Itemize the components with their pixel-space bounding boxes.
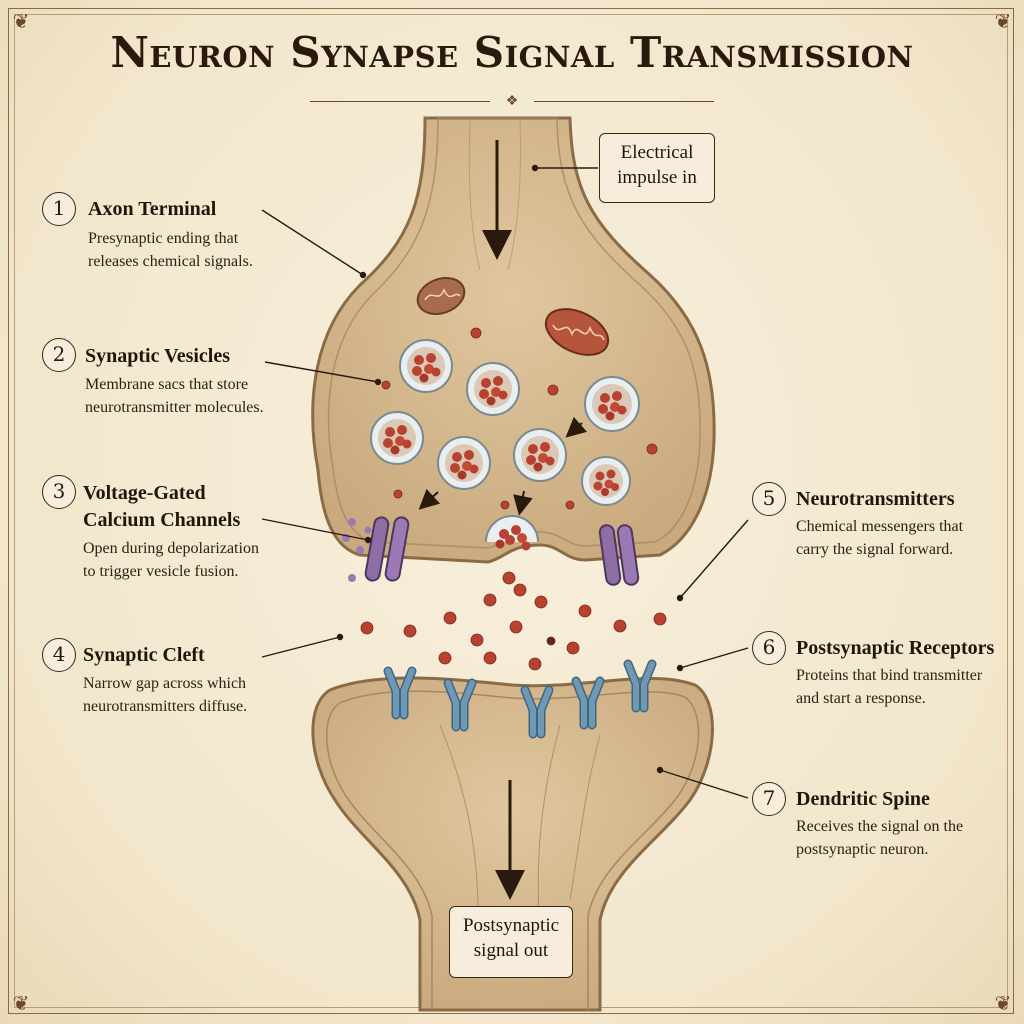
label-6-desc-line2: and start a response.	[796, 690, 926, 707]
corner-ornament-bottom-right-icon: ❦	[994, 991, 1012, 1015]
label-1-number: 1	[42, 192, 76, 226]
label-7-title: Dendritic Spine	[796, 788, 930, 810]
calcium-channel-left	[364, 516, 410, 582]
label-1-desc-line1: Presynaptic ending that	[88, 230, 239, 247]
corner-ornament-top-right-icon: ❦	[994, 9, 1012, 33]
page-title: Neuron Synapse Signal Transmission	[110, 28, 914, 77]
label-1-title: Axon Terminal	[88, 198, 217, 220]
corner-ornament-top-left-icon: ❦	[12, 9, 30, 33]
label-2-desc-line2: neurotransmitter molecules.	[85, 399, 264, 416]
label-3-title-line2: Calcium Channels	[83, 509, 241, 531]
impulse-in-line2: impulse in	[617, 167, 697, 188]
label-6-title: Postsynaptic Receptors	[796, 637, 995, 659]
label-1-desc-line2: releases chemical signals.	[88, 253, 253, 270]
label-4-title: Synaptic Cleft	[83, 644, 205, 666]
synaptic-vesicles	[370, 339, 640, 551]
vesicle	[399, 339, 453, 393]
signal-out-line1: Postsynaptic	[462, 915, 560, 936]
label-7-desc-line2: postsynaptic neuron.	[796, 841, 929, 858]
label-3-desc-line2: to trigger vesicle fusion.	[83, 563, 239, 580]
mitochondrion-left	[416, 277, 466, 315]
impulse-in-box: Electrical impulse in	[599, 133, 715, 203]
label-5-desc-line2: carry the signal forward.	[796, 541, 954, 558]
title-rule-right	[534, 101, 714, 102]
fusing-vesicle	[485, 515, 539, 551]
label-5-desc-line1: Chemical messengers that	[796, 518, 964, 535]
label-5-title: Neurotransmitters	[796, 488, 955, 510]
label-2-desc-line1: Membrane sacs that store	[85, 376, 249, 393]
label-4-desc-line1: Narrow gap across which	[83, 675, 247, 692]
label-7-number: 7	[752, 782, 786, 816]
impulse-in-line1: Electrical	[620, 142, 694, 163]
label-4-desc-line2: neurotransmitters diffuse.	[83, 698, 248, 715]
vesicle	[584, 376, 640, 432]
label-2-title: Synaptic Vesicles	[85, 345, 231, 367]
label-3-title-line1: Voltage-Gated	[83, 482, 206, 504]
outer-frame	[8, 8, 1014, 1014]
title-ornament-icon: ❖	[505, 93, 519, 109]
vesicle	[581, 456, 631, 506]
corner-ornament-bottom-left-icon: ❦	[12, 991, 30, 1015]
vesicle-motion-arrows	[418, 416, 588, 516]
label-6-desc-line1: Proteins that bind transmitter	[796, 667, 983, 684]
vesicle	[466, 362, 520, 416]
label-6-number: 6	[752, 631, 786, 665]
vesicle	[513, 428, 567, 482]
calcium-channel-right	[598, 524, 640, 586]
signal-out-line2: signal out	[473, 940, 549, 961]
cleft-neurotransmitters	[360, 571, 667, 671]
label-7-desc-line1: Receives the signal on the	[796, 818, 964, 835]
title-rule-left	[310, 101, 490, 102]
label-3-number: 3	[42, 475, 76, 509]
vesicle	[370, 411, 424, 465]
label-2-number: 2	[42, 338, 76, 372]
signal-out-box: Postsynaptic signal out	[449, 906, 573, 978]
vesicle	[437, 436, 491, 490]
label-4-number: 4	[42, 638, 76, 672]
leader-lines	[261, 164, 749, 799]
label-3-desc-line1: Open during depolarization	[83, 540, 259, 557]
postsynaptic-receptors	[383, 659, 657, 739]
label-5-number: 5	[752, 482, 786, 516]
loose-molecules	[381, 327, 658, 510]
mitochondrion-right	[544, 308, 610, 356]
